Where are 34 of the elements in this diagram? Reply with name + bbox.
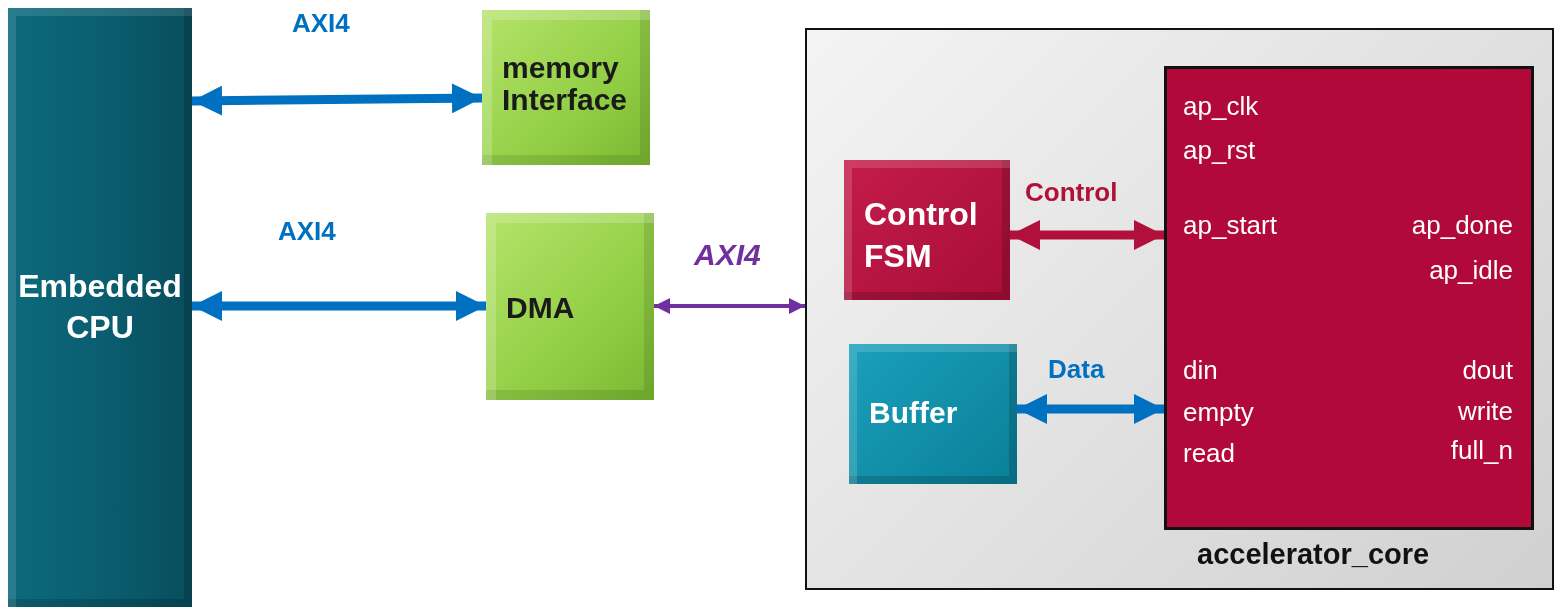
edge-label: AXI4 [694, 238, 761, 272]
module-block [844, 160, 1010, 300]
processor-block [8, 8, 192, 607]
port-name: read [1183, 438, 1236, 469]
block-label: DMA [506, 291, 575, 325]
port-name: ap_rst [1183, 135, 1256, 166]
port-name: full_n [1450, 435, 1513, 466]
core-block [1164, 66, 1534, 530]
port-name: din [1183, 355, 1218, 386]
block-label: Buffer [869, 396, 958, 430]
double-arrow [1017, 394, 1164, 424]
module-block [849, 344, 1017, 484]
module-block [486, 213, 654, 400]
port-name: empty [1183, 397, 1254, 428]
double-arrow [1010, 220, 1164, 250]
double-arrow [191, 83, 483, 116]
edge-label: AXI4 [292, 8, 350, 39]
port-name: write [1458, 396, 1513, 427]
port-name: ap_start [1183, 210, 1277, 241]
module-block [482, 10, 650, 165]
edge-label: AXI4 [278, 216, 336, 247]
block-label: memory Interface [502, 52, 629, 115]
double-arrow [654, 298, 805, 314]
double-arrow [192, 291, 486, 321]
port-name: ap_done [1411, 210, 1513, 241]
edge-label: Control [1025, 177, 1118, 208]
port-name: ap_clk [1183, 91, 1259, 122]
accelerator-panel [805, 28, 1554, 590]
port-name: dout [1462, 355, 1513, 386]
port-name: ap_idle [1429, 255, 1513, 286]
block-label: Embedded CPU [17, 266, 183, 348]
block-label: Control FSM [864, 195, 979, 276]
edge-label: Data [1048, 354, 1105, 385]
panel-title: accelerator_core [1197, 538, 1430, 571]
